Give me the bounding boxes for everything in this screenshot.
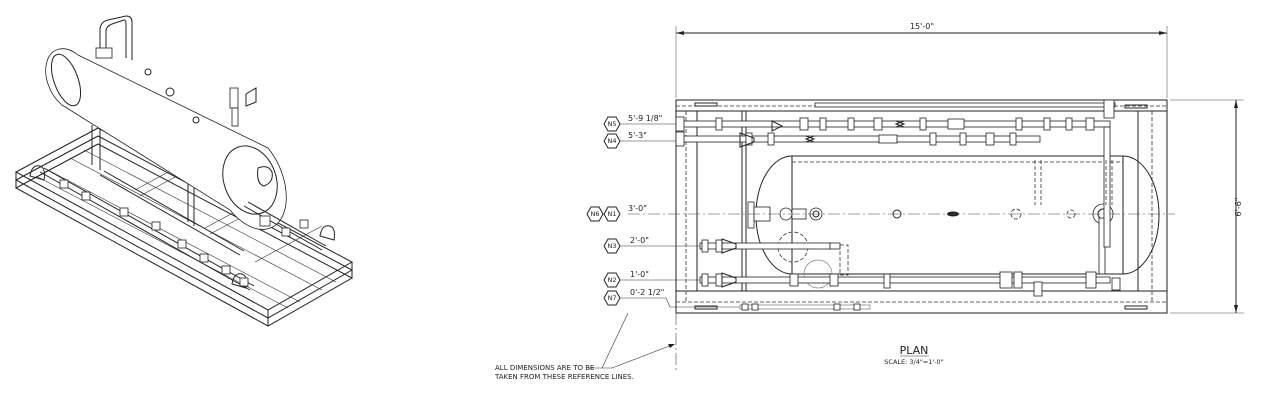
overall-length-label: 15'-0" xyxy=(910,22,934,31)
nozzle-callout-n6-n1: N6 N1 3'-0" xyxy=(586,204,647,222)
nozzle-callout-n4: N4 5'-3" xyxy=(603,131,676,149)
dimension-overall-width xyxy=(1170,99,1244,314)
svg-text:N3: N3 xyxy=(608,242,617,250)
note-line-1: ALL DIMENSIONS ARE TO BE xyxy=(495,364,594,372)
elevation-label: 3'-0" xyxy=(628,204,647,213)
svg-text:N1: N1 xyxy=(608,210,617,218)
elevation-label: 5'-9 1/8" xyxy=(628,114,662,123)
svg-text:N5: N5 xyxy=(608,120,617,128)
skid-outline xyxy=(675,99,1168,314)
svg-text:N7: N7 xyxy=(608,294,617,302)
nozzle-callouts: N5 5'-9 1/8" N4 5'-3" N6 N1 3'-0" xyxy=(586,114,740,308)
skid-piping xyxy=(39,167,327,291)
overall-width-label: 6'-6" xyxy=(1234,198,1243,217)
view-scale: SCALE: 3/4"=1'-0" xyxy=(884,358,943,366)
note-line-2: TAKEN FROM THESE REFERENCE LINES. xyxy=(494,373,634,381)
view-title: PLAN xyxy=(900,344,929,357)
pipe-runs xyxy=(675,99,1121,311)
svg-text:N4: N4 xyxy=(608,137,617,145)
svg-text:N2: N2 xyxy=(608,276,617,284)
dimension-overall-length xyxy=(675,26,1168,98)
svg-text:N6: N6 xyxy=(591,210,600,218)
nozzle-callout-n7: N7 0'-2 1/2" xyxy=(603,288,740,308)
nozzle-callout-n5: N5 5'-9 1/8" xyxy=(603,114,676,132)
elevation-label: 0'-2 1/2" xyxy=(630,288,664,297)
vessel-plan xyxy=(747,155,1160,289)
vessel-supports xyxy=(91,125,195,226)
nozzle-callout-n2: N2 1'-0" xyxy=(603,270,700,288)
elevation-label: 5'-3" xyxy=(628,131,647,140)
reference-note: ALL DIMENSIONS ARE TO BE TAKEN FROM THES… xyxy=(494,312,677,381)
plan-view: 15'-0" 6'-6" xyxy=(494,22,1244,381)
view-title-block: PLAN SCALE: 3/4"=1'-0" xyxy=(884,344,943,366)
elevation-label: 1'-0" xyxy=(630,270,649,279)
isometric-view xyxy=(14,15,354,327)
elevation-label: 2'-0" xyxy=(630,236,649,245)
horizontal-vessel xyxy=(45,48,287,230)
nozzle-callout-n3: N3 2'-0" xyxy=(603,236,700,254)
top-piping xyxy=(95,15,257,127)
